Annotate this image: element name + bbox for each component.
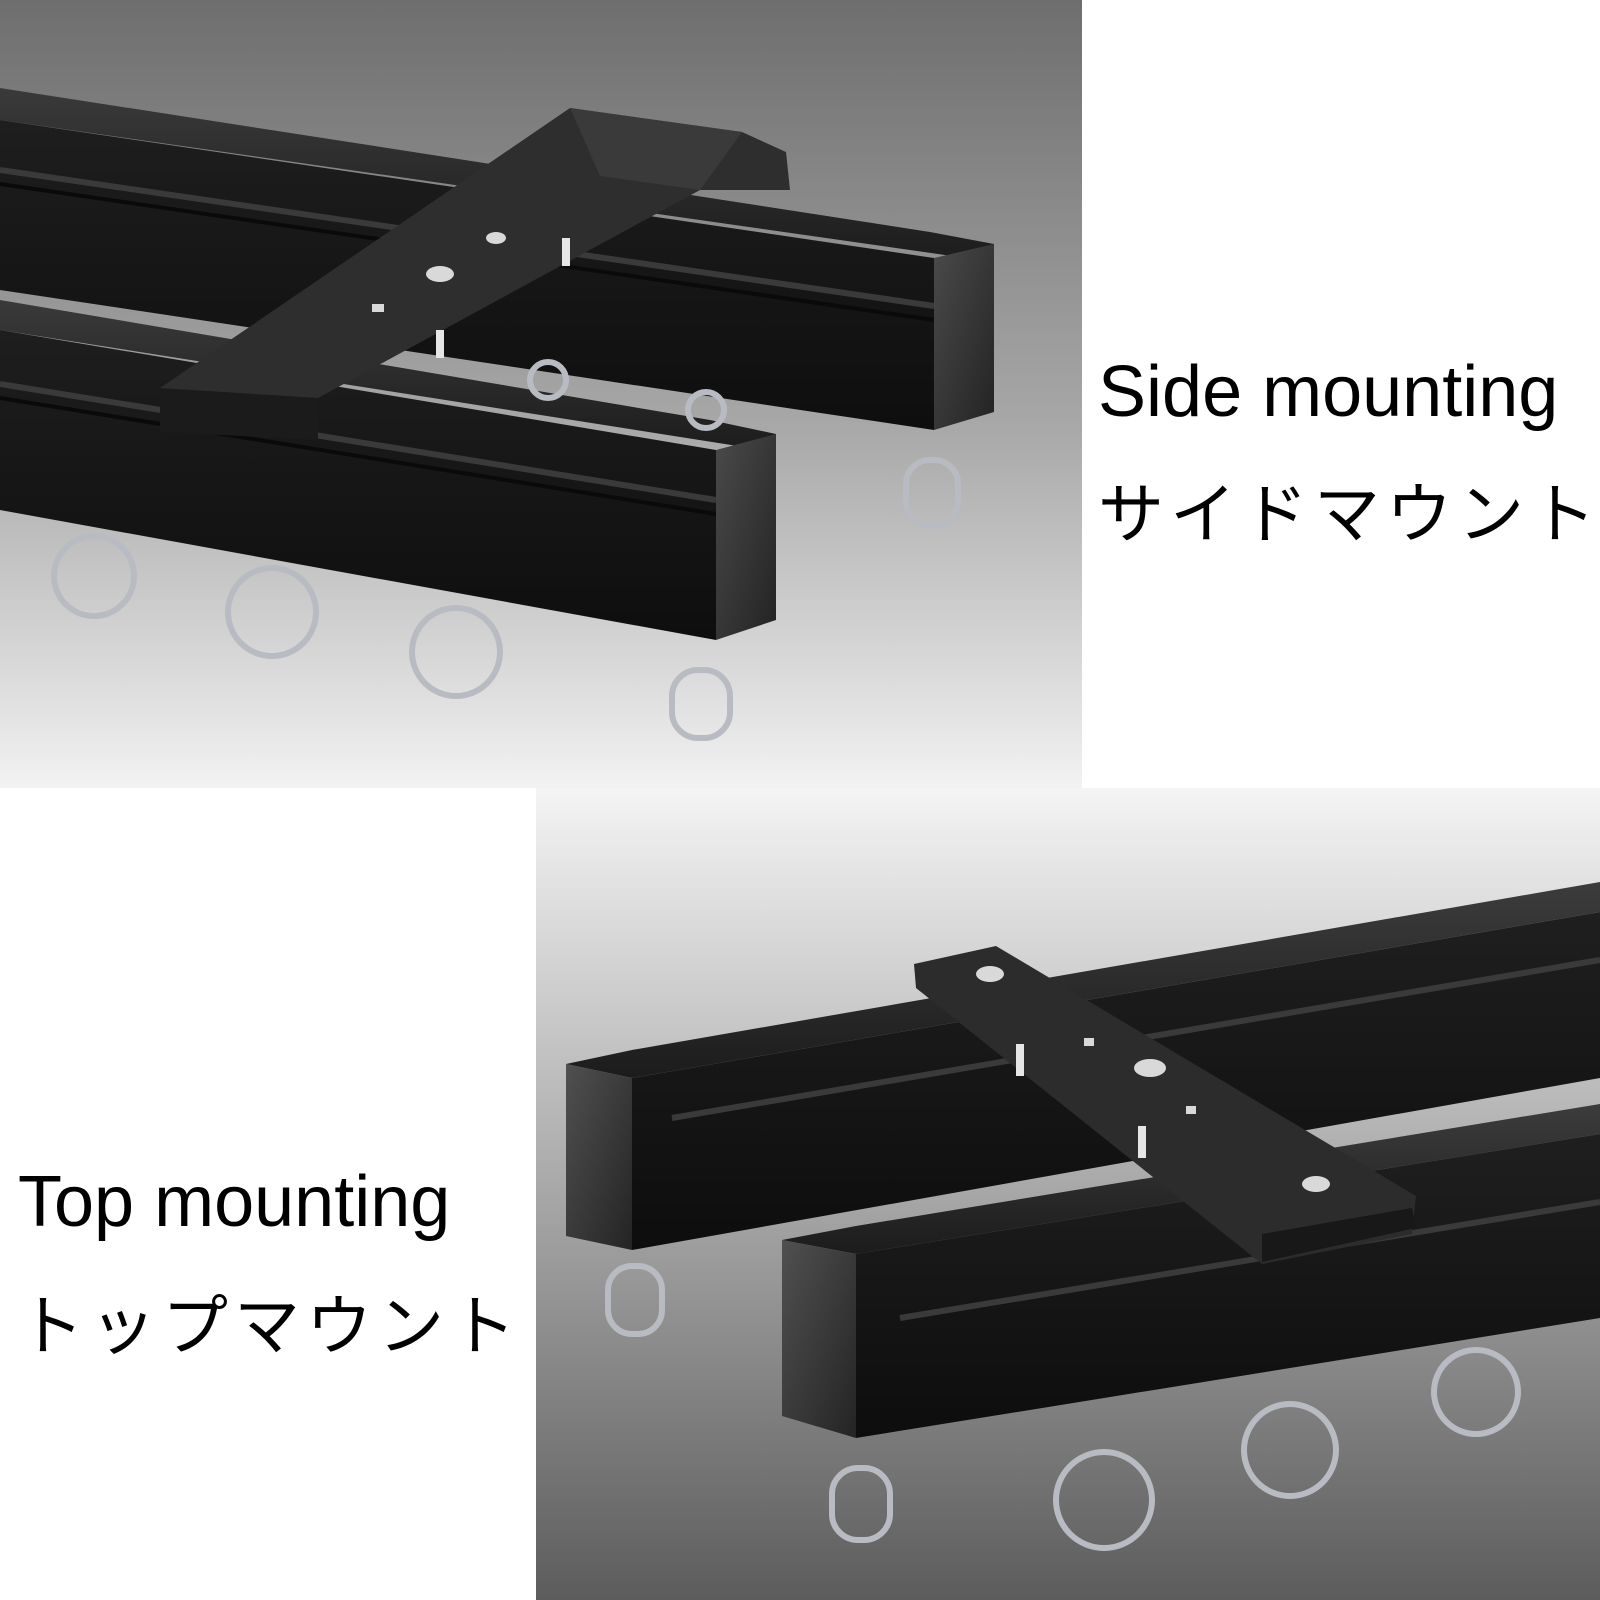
mounting-bracket-icon xyxy=(914,946,1416,1264)
side-mounting-label-jp: サイドマウント xyxy=(1098,476,1600,553)
top-mounting-product-image xyxy=(536,788,1600,1600)
ring-hook-icon xyxy=(1053,1347,1521,1551)
end-hook-icon xyxy=(605,1263,893,1543)
mounting-bracket-icon xyxy=(160,108,790,440)
end-hook-icon xyxy=(669,457,961,741)
ring-hook-icon xyxy=(51,359,727,699)
top-mounting-label: Top mounting xyxy=(18,1162,451,1242)
top-mounting-illustration xyxy=(536,788,1600,1600)
side-mounting-illustration xyxy=(0,0,1082,788)
top-mounting-label-jp: トップマウント xyxy=(18,1288,522,1365)
side-mounting-label: Side mounting xyxy=(1098,352,1559,432)
side-mounting-product-image xyxy=(0,0,1082,788)
